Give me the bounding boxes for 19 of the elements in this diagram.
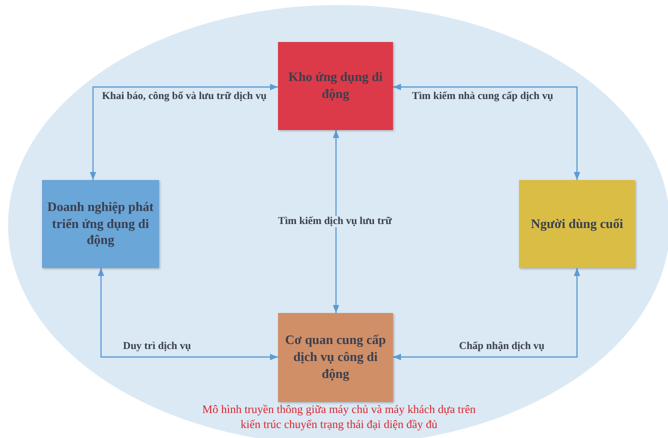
edge-label: Chấp nhận dịch vụ [457,341,547,352]
node-label: Kho ứng dụng di động [287,69,384,103]
node-label: Doanh nghiệp phát triển ứng dụng di động [46,198,155,250]
edge-label: Duy trì dịch vụ [121,341,193,352]
edge-label: Tìm kiếm dịch vụ lưu trữ [276,216,394,227]
agency-box [278,313,393,402]
connector-arrow [393,84,580,180]
node-label: Người dùng cuối [530,216,624,232]
developer-box [42,180,159,268]
store-box [278,42,393,130]
user-box [519,180,635,268]
edge-label: Tìm kiếm nhà cung cấp dịch vụ [410,91,556,102]
edge-label: Khai báo, công bố và lưu trữ dịch vụ [100,91,269,102]
caption-text: Mô hình truyền thông giữa máy chủ và máy khách dựa trên kiến trúc chuyển trạng thái đại diện đầy đủ [201,403,477,433]
connector-arrow [98,268,278,360]
connector-arrow [332,130,340,313]
node-label: Cơ quan cung cấp dịch vụ công di động [284,332,387,383]
connector-arrow [393,268,580,360]
connector-arrow [90,84,278,180]
